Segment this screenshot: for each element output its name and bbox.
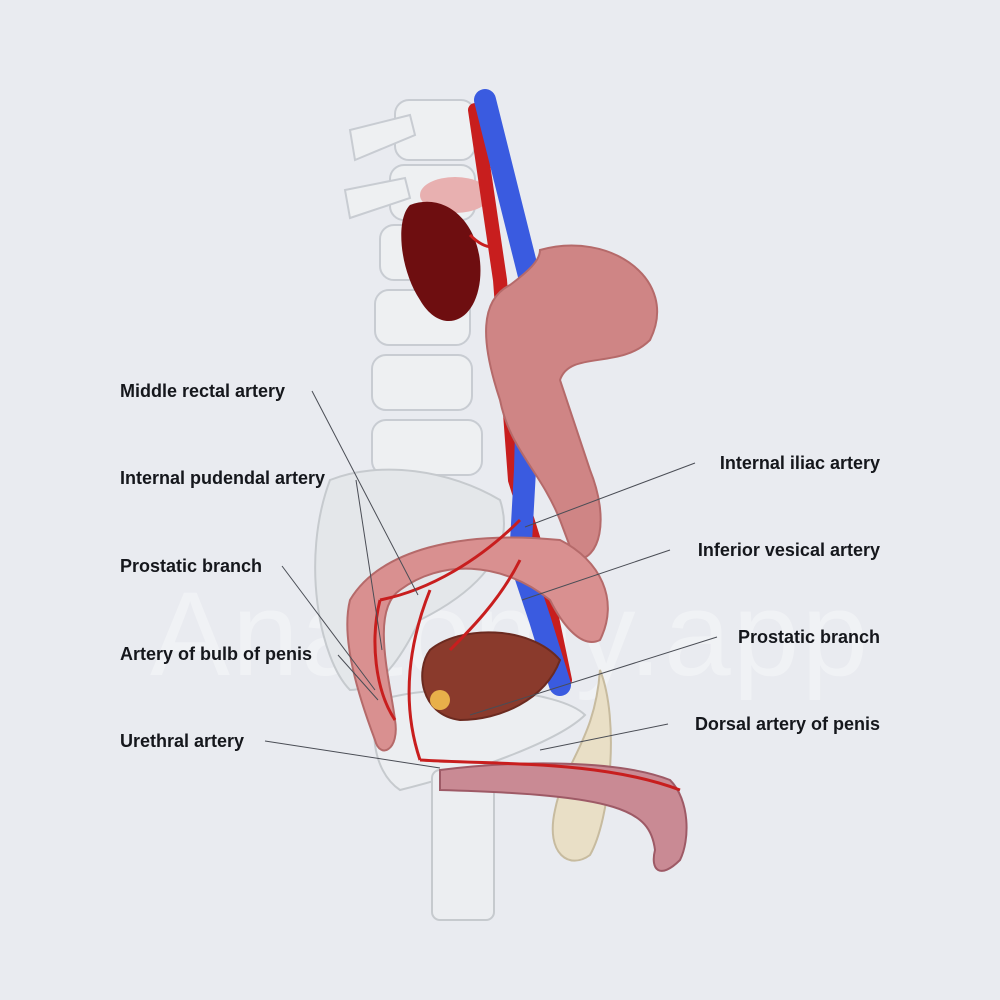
urinary-bladder	[421, 631, 562, 722]
label-urethral-artery: Urethral artery	[120, 731, 245, 751]
leader-prostatic-right	[469, 636, 718, 716]
seminal-vesicle	[430, 690, 450, 710]
label-prostatic-branch-right: Prostatic branch	[737, 627, 880, 647]
label-inferior-vesical-artery: Inferior vesical artery	[697, 540, 880, 560]
leader-prostatic-left	[281, 565, 376, 691]
sigmoid-colon	[346, 536, 609, 752]
leader-urethral	[264, 740, 441, 769]
leader-internal-iliac	[524, 462, 696, 528]
label-internal-pudendal-artery: Internal pudendal artery	[120, 468, 326, 488]
penis	[439, 762, 688, 872]
kidney	[401, 201, 481, 322]
label-middle-rectal-artery: Middle rectal artery	[120, 381, 286, 401]
label-dorsal-artery-of-penis: Dorsal artery of penis	[694, 714, 880, 734]
leader-inferior-vesical	[521, 549, 671, 601]
leader-bulb	[337, 654, 379, 701]
leader-lines	[264, 390, 718, 769]
leader-middle-rectal	[311, 390, 419, 596]
leader-internal-pudendal	[355, 479, 383, 651]
colon	[485, 244, 658, 562]
label-internal-iliac-artery: Internal iliac artery	[719, 453, 880, 473]
inferior-vena-cava	[474, 89, 571, 696]
pelvic-arteries	[373, 233, 681, 792]
leader-dorsal	[539, 723, 669, 751]
label-prostatic-branch-left: Prostatic branch	[120, 556, 263, 576]
label-artery-of-bulb-of-penis: Artery of bulb of penis	[120, 644, 313, 664]
